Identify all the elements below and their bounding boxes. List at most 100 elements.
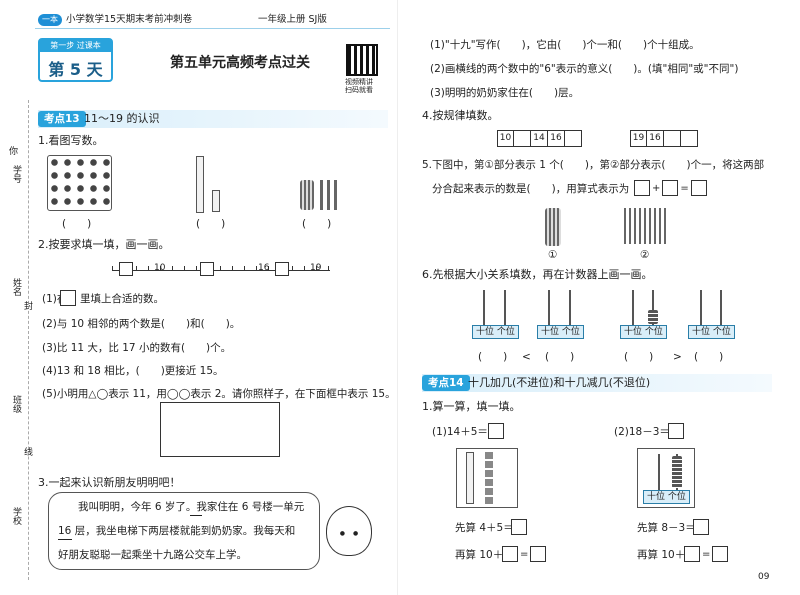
seq1-cell[interactable] (565, 130, 582, 147)
calc2-beads (672, 456, 682, 488)
r2-text: (2)画横线的两个数中的"6"表示的意义( )。(填"相同"或"不同") (430, 63, 739, 75)
side-xingming: 姓名 (11, 278, 21, 296)
topic14-bar (422, 374, 772, 392)
cmp-right-1: ( ) (624, 351, 654, 363)
nl-box-3[interactable] (275, 262, 289, 276)
binding-line (28, 100, 29, 580)
q5-eq-box2[interactable] (662, 180, 679, 196)
page-number: 09 (758, 572, 770, 582)
cmp-gt: > (673, 351, 682, 363)
q7-label: 1.算一算，填一填。 (422, 400, 521, 413)
boy-avatar (326, 506, 372, 556)
tall-bar-image (196, 156, 204, 213)
sequence-2: 19 16 (630, 130, 698, 147)
seq2-cell[interactable] (664, 130, 681, 147)
seq1-cell[interactable] (514, 130, 531, 147)
calc2-rod-tens (658, 454, 660, 490)
q1-blank-3: ( ) (302, 218, 332, 230)
nl-box-2[interactable] (200, 262, 214, 276)
tick-label-19: 19 (310, 263, 322, 273)
header-series: 小学数学15天期末考前冲刺卷 (66, 14, 193, 25)
q5-eq-box3[interactable] (690, 180, 707, 196)
seq1-cell: 16 (548, 130, 565, 147)
q1-blank-2: ( ) (196, 218, 226, 230)
calc1-tall-stick (466, 452, 474, 504)
q4-label: 4.按规律填数。 (422, 109, 499, 122)
calc1-answer[interactable] (488, 423, 504, 439)
cmp-lt: < (522, 351, 531, 363)
then1-box1[interactable] (502, 546, 518, 562)
topic13-bar (38, 110, 388, 128)
q2-sub3: (3)比 11 大，比 17 小的数有( )个。 (42, 342, 232, 354)
speech-bubble (48, 492, 320, 570)
nl-box-1[interactable] (119, 262, 133, 276)
underline-16 (58, 539, 72, 540)
first2-answer[interactable] (693, 519, 709, 535)
then2-equation: = (684, 546, 729, 562)
abacus2-rod-tens (548, 290, 550, 326)
tick-label-10: 10 (154, 263, 166, 273)
q1-blank-1: ( ) (62, 218, 92, 230)
calc1-stick-column (485, 452, 493, 504)
r3-text: (3)明明的奶奶家住在( )层。 (430, 87, 580, 99)
then1-text: 再算 10＋ (455, 549, 504, 561)
side-xian: 线 (24, 448, 34, 458)
then2-box2[interactable] (712, 546, 729, 562)
side-xuehao: 学号 (11, 165, 21, 183)
seq1-cell: 10 (497, 130, 514, 147)
panda-grid-image (47, 155, 112, 211)
day-step: 第一步 过课本 (40, 40, 111, 52)
day-label: 第 5 天 (48, 60, 103, 79)
calc2-base: 十位 个位 (643, 490, 690, 504)
q5-line2: 分合起来表示的数是( )，用算式表示为 (432, 183, 630, 195)
q5-line1: 5.下图中，第①部分表示 1 个( )，第②部分表示( )个一，将这两部 (422, 159, 765, 171)
stick-bundle-image (300, 180, 314, 210)
plus-sign: + (652, 182, 661, 194)
topic13-tag: 考点13 (38, 111, 86, 127)
tick-label-16: 16 (258, 263, 270, 273)
first1-text: 先算 4＋5＝ (455, 522, 514, 534)
seq2-cell[interactable] (681, 130, 698, 147)
q2-sub4: (4)13 和 18 相比，( )更接近 15。 (42, 365, 224, 377)
q2-sub1b: 里填上合适的数。 (80, 293, 164, 305)
first1-answer[interactable] (511, 519, 527, 535)
loose-stick-3 (334, 180, 337, 210)
q5-eq-box1[interactable] (634, 180, 650, 196)
abacus4-base: 十位 个位 (688, 325, 735, 339)
calc1-text: (1)14＋5＝ (432, 426, 488, 438)
calc2-abacus-frame (637, 448, 695, 508)
seq2-cell: 16 (647, 130, 664, 147)
page-fold (397, 0, 398, 595)
then1-box2[interactable] (530, 546, 547, 562)
q2-sub1-box[interactable] (60, 290, 76, 306)
qr-caption-2: 扫码就看 (345, 86, 373, 94)
q2-sub2: (2)与 10 相邻的两个数是( )和( )。 (42, 318, 241, 330)
q5-mark-1: ① (548, 249, 558, 261)
qr-code[interactable] (346, 44, 378, 76)
then1-equation: = (502, 546, 547, 562)
equals-sign: = (680, 182, 689, 194)
qr-caption-1: 视频精讲 (345, 78, 373, 86)
q6-label: 6.先根据大小关系填数，再在计数器上画一画。 (422, 268, 653, 281)
number-line-ticks (112, 266, 330, 271)
abacus1-rod-ones (504, 290, 506, 326)
q5-equation: + = (634, 180, 707, 196)
q3-label: 3.一起来认识新朋友明明吧！ (38, 476, 181, 489)
then2-box1[interactable] (684, 546, 700, 562)
calc2-answer[interactable] (668, 423, 684, 439)
then2-text: 再算 10＋ (637, 549, 686, 561)
abacus1-base: 十位 个位 (472, 325, 519, 339)
abacus3-base: 十位 个位 (620, 325, 667, 339)
draw-answer-box[interactable] (160, 402, 280, 457)
q2-sub5: (5)小明用△◯表示 11，用◯◯表示 2。请你照样子，在下面框中表示 15。 (42, 388, 396, 400)
loose-stick-2 (327, 180, 330, 210)
side-feng: 封 (24, 302, 34, 312)
q1-label: 1.看图写数。 (38, 134, 104, 147)
r1-text: (1)"十九"写作( )，它由( )个一和( )个十组成。 (430, 39, 700, 51)
side-banji: 班级 (11, 395, 21, 413)
first2-text: 先算 8－3＝ (637, 522, 696, 534)
small-bar-image (212, 190, 220, 212)
seq2-cell: 19 (630, 130, 647, 147)
q5-mark-2: ② (640, 249, 650, 261)
q5-loose-sticks (624, 208, 668, 244)
